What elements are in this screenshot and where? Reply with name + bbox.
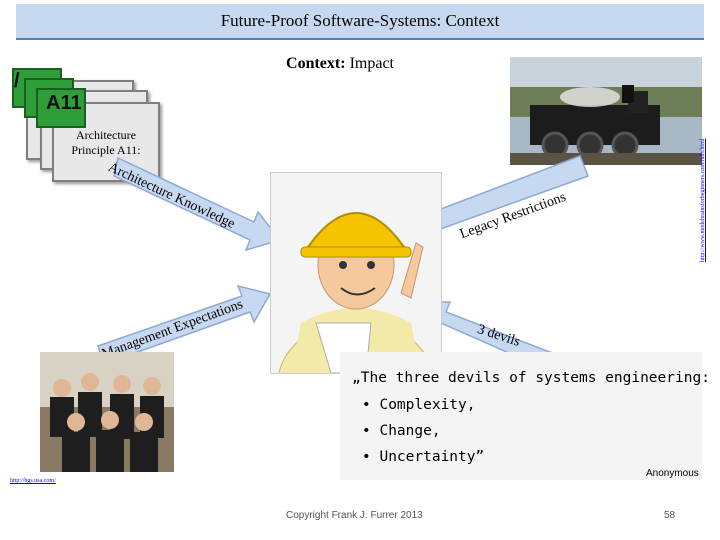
quote-item: • Uncertainty” — [362, 449, 484, 465]
page-number: 58 — [664, 510, 675, 521]
quote-item: • Change, — [362, 423, 441, 439]
engineer-clipart — [270, 172, 442, 374]
people-photo-url[interactable]: http://bgs.usa.com/ — [10, 478, 56, 484]
footer-copyright: Copyright Frank J. Furrer 2013 — [286, 510, 423, 521]
management-team-photo — [40, 352, 174, 472]
quote-item: • Complexity, — [362, 397, 476, 413]
quote-author: Anonymous — [646, 468, 699, 479]
quote-line: „The three devils of systems engineering… — [352, 370, 710, 386]
